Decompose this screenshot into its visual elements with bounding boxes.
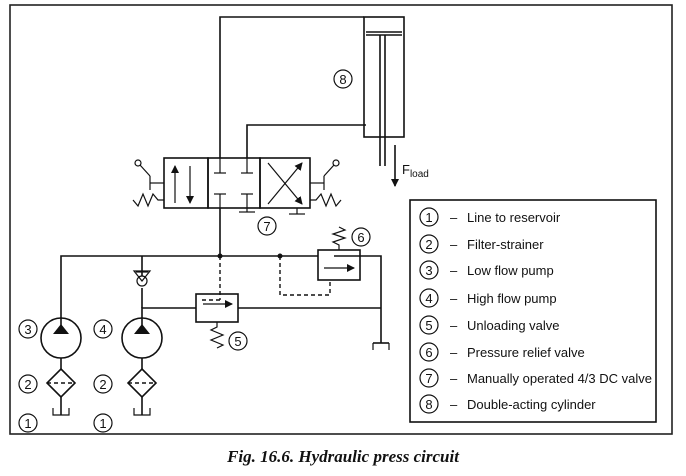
low-flow-pump xyxy=(40,317,82,359)
legend-item: 5 – Unloading valve xyxy=(419,315,560,335)
force-subscript: load xyxy=(410,169,429,180)
legend-number: 6 xyxy=(425,345,432,360)
legend-label: Filter-strainer xyxy=(467,237,544,252)
pressure-relief-valve xyxy=(317,226,361,281)
force-symbol: F xyxy=(402,162,410,177)
check-valve xyxy=(132,270,152,287)
reservoir-right-number-label: 1 xyxy=(93,413,113,433)
filter-right-number-label: 2 xyxy=(93,374,113,394)
filter-left-number-label: 2 xyxy=(18,374,38,394)
legend-item: 3 – Low flow pump xyxy=(419,260,554,280)
legend-dash: – xyxy=(450,237,458,252)
reservoir-left-number-label: 1 xyxy=(18,413,38,433)
legend-item: 2 – Filter-strainer xyxy=(419,234,544,254)
high-flow-pump xyxy=(121,317,163,359)
load-force-indicator: Fload xyxy=(391,145,429,187)
high-flow-pump-number-label: 4 xyxy=(93,319,113,339)
cylinder-lines xyxy=(219,16,366,158)
legend-label: Manually operated 4/3 DC valve xyxy=(467,371,652,386)
relief-valve-number: 6 xyxy=(357,230,364,245)
legend-item: 8 – Double-acting cylinder xyxy=(419,394,596,414)
legend-number: 8 xyxy=(425,397,432,412)
legend-item: 7 – Manually operated 4/3 DC valve xyxy=(419,368,652,388)
reservoir-left-number: 1 xyxy=(24,416,31,431)
pilot-lines xyxy=(200,253,331,301)
hydraulic-circuit-diagram: 8 Fload xyxy=(9,4,673,435)
legend-label: Low flow pump xyxy=(467,263,554,278)
legend-number: 3 xyxy=(425,263,432,278)
legend-dash: – xyxy=(450,263,458,278)
legend-number: 2 xyxy=(425,237,432,252)
reservoir-right xyxy=(133,408,151,416)
legend-dash: – xyxy=(450,371,458,386)
svg-text:Fload: Fload xyxy=(402,162,429,180)
unloading-valve-number: 5 xyxy=(234,334,241,349)
legend-label: Double-acting cylinder xyxy=(467,397,596,412)
figure-caption: Fig. 16.6. Hydraulic press circuit xyxy=(227,447,459,466)
legend-dash: – xyxy=(450,345,458,360)
cylinder-number-label: 8 xyxy=(333,69,353,89)
cylinder-number: 8 xyxy=(339,72,346,87)
filter-strainer-right xyxy=(126,367,158,415)
legend-number: 7 xyxy=(425,371,432,386)
unloading-valve xyxy=(195,293,239,349)
legend-dash: – xyxy=(450,291,458,306)
low-flow-pump-number: 3 xyxy=(24,322,31,337)
directional-control-valve xyxy=(132,157,342,215)
legend-number: 5 xyxy=(425,318,432,333)
legend-dash: – xyxy=(450,397,458,412)
unloading-valve-number-label: 5 xyxy=(228,331,248,351)
legend-item: 1 – Line to reservoir xyxy=(419,207,561,227)
legend-label: Pressure relief valve xyxy=(467,345,585,360)
filter-left-number: 2 xyxy=(24,377,31,392)
dc-valve-number-label: 7 xyxy=(257,216,277,236)
legend-number: 4 xyxy=(425,291,432,306)
legend-item: 4 – High flow pump xyxy=(419,288,557,308)
legend-dash: – xyxy=(450,210,458,225)
low-flow-pump-number-label: 3 xyxy=(18,319,38,339)
dc-valve-number: 7 xyxy=(263,219,270,234)
reservoir-right-number: 1 xyxy=(99,416,106,431)
legend-number: 1 xyxy=(425,210,432,225)
legend-label: High flow pump xyxy=(467,291,557,306)
reservoir-left xyxy=(52,408,70,416)
pressure-lines xyxy=(60,208,390,350)
diagram-frame xyxy=(9,4,673,435)
legend-dash: – xyxy=(450,318,458,333)
legend-label: Unloading valve xyxy=(467,318,560,333)
legend-item: 6 – Pressure relief valve xyxy=(419,342,585,362)
legend-box: 1 – Line to reservoir 2 – Filter-straine… xyxy=(409,199,657,423)
double-acting-cylinder xyxy=(363,16,405,166)
high-flow-pump-number: 4 xyxy=(99,322,106,337)
filter-strainer-left xyxy=(45,367,77,415)
filter-right-number: 2 xyxy=(99,377,106,392)
legend-label: Line to reservoir xyxy=(467,210,561,225)
relief-valve-number-label: 6 xyxy=(351,227,371,247)
